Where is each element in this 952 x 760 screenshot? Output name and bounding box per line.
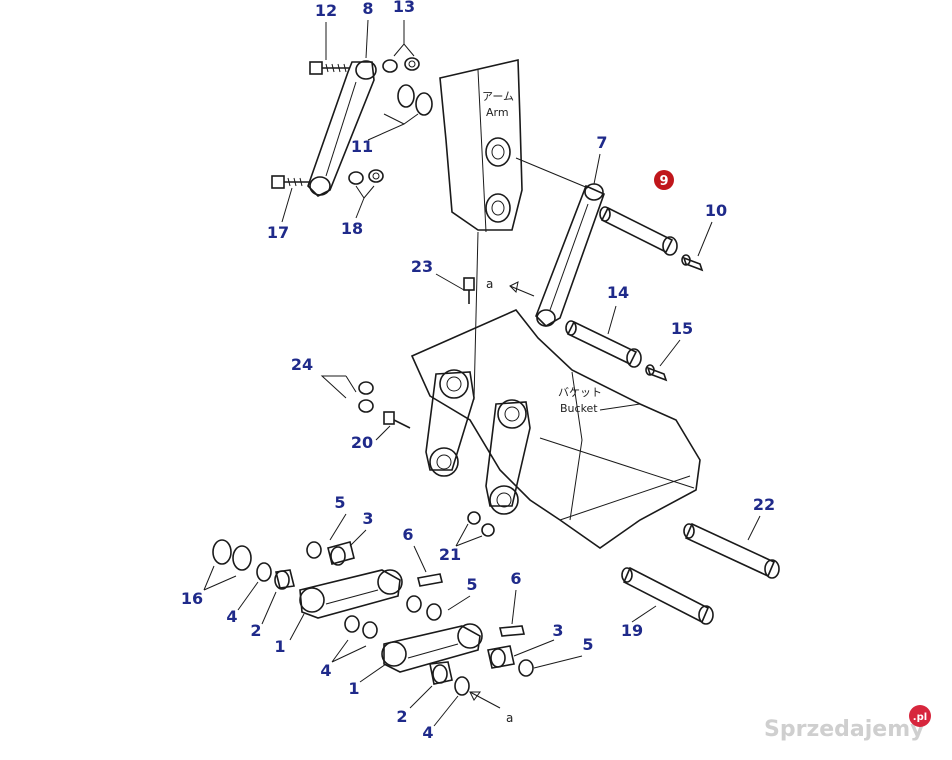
part-number-p15: 15 <box>671 319 693 338</box>
bucket-label-en: Bucket <box>560 402 598 415</box>
seals-4b <box>344 615 378 639</box>
part-number-p12: 12 <box>315 1 337 20</box>
part-number-p1a: 1 <box>274 637 285 656</box>
callout-9-text: 9 <box>659 174 668 189</box>
pin-9 <box>599 206 678 256</box>
fitting-6a <box>417 573 443 587</box>
part-number-p1b: 1 <box>348 679 359 698</box>
part-number-p2a: 2 <box>250 621 261 640</box>
part-number-p5a: 5 <box>334 493 345 512</box>
fitting-15 <box>645 364 668 382</box>
watermark: Sprzedajemy .pl <box>764 705 931 742</box>
bolt-12 <box>309 61 350 75</box>
bolt-23 <box>463 277 475 304</box>
fitting-10 <box>681 254 704 272</box>
part-number-p14: 14 <box>607 283 629 302</box>
pin-22 <box>683 522 780 579</box>
part-number-p11: 11 <box>351 137 373 156</box>
arrow-label-a-bottom: a <box>506 711 513 725</box>
h-link-lower <box>381 623 483 673</box>
callout-9: 9 <box>654 170 674 190</box>
nuts-13 <box>382 57 420 73</box>
bolt-17 <box>271 175 310 189</box>
watermark-suffix: .pl <box>913 712 927 723</box>
part-number-p19: 19 <box>621 621 643 640</box>
washers-16 <box>212 539 252 571</box>
washers-11 <box>397 84 433 116</box>
arm-label-en: Arm <box>486 106 509 119</box>
nuts-24 <box>358 381 374 413</box>
bolt-20 <box>383 411 411 429</box>
part-number-p7: 7 <box>596 133 607 152</box>
part-number-p17: 17 <box>267 223 289 242</box>
part-number-p13: 13 <box>393 0 415 16</box>
link-8 <box>307 60 377 197</box>
part-number-p4c: 4 <box>422 723 433 742</box>
part-number-p8: 8 <box>362 0 373 18</box>
part-number-p4b: 4 <box>320 661 331 680</box>
bucket: バケット Bucket <box>410 309 701 549</box>
part-number-p23: 23 <box>411 257 433 276</box>
leader-lines <box>203 19 761 727</box>
bushing-2a <box>274 569 295 590</box>
part-number-p6a: 6 <box>402 525 413 544</box>
arm: アーム Arm <box>439 59 523 233</box>
bushing-3b <box>487 645 515 669</box>
part-number-p3b: 3 <box>552 621 563 640</box>
part-number-p22: 22 <box>753 495 775 514</box>
part-number-p18: 18 <box>341 219 363 238</box>
arrow-label-a-top: a <box>486 277 493 291</box>
part-number-p21: 21 <box>439 545 461 564</box>
nuts-18 <box>348 169 384 185</box>
arm-label-jp: アーム <box>482 90 514 103</box>
bucket-brackets <box>425 369 531 515</box>
seal-5c <box>518 659 534 677</box>
part-number-p5c: 5 <box>582 635 593 654</box>
fitting-6b <box>498 625 526 637</box>
bushing-3a <box>327 541 355 566</box>
nuts-21 <box>467 511 495 537</box>
bushing-2b <box>429 661 453 685</box>
seal-5a <box>306 541 322 559</box>
part-number-p3a: 3 <box>362 509 373 528</box>
watermark-text: Sprzedajemy <box>764 717 925 742</box>
seal-4c <box>454 676 470 696</box>
bucket-label-jp: バケット <box>558 386 602 399</box>
part-number-p4a: 4 <box>226 607 237 626</box>
h-link-upper <box>299 569 403 619</box>
part-number-p24: 24 <box>291 355 313 374</box>
seals-5b <box>406 595 442 621</box>
part-number-p5b: 5 <box>466 575 477 594</box>
part-number-p16: 16 <box>181 589 203 608</box>
pin-19 <box>621 566 714 625</box>
seal-4a <box>256 562 272 582</box>
part-number-p20: 20 <box>351 433 373 452</box>
part-number-p6b: 6 <box>510 569 521 588</box>
part-number-p2b: 2 <box>396 707 407 726</box>
part-number-p10: 10 <box>705 201 727 220</box>
pin-14 <box>565 320 642 368</box>
link-7 <box>535 183 606 327</box>
